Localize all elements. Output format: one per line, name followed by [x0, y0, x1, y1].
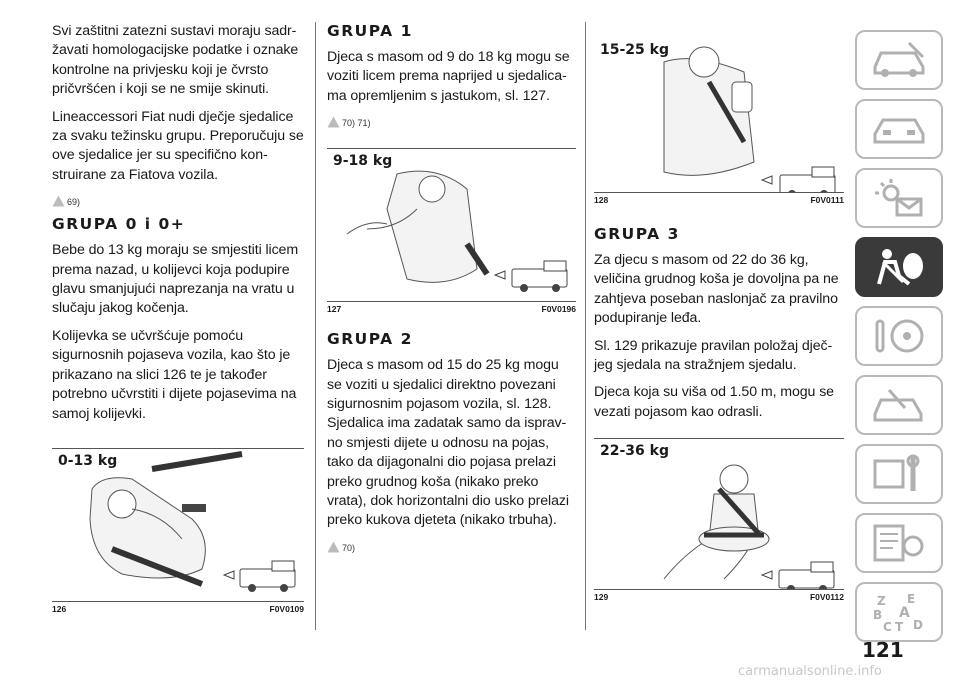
svg-text:E: E — [907, 592, 915, 606]
infant-carrier-illustration — [89, 450, 296, 592]
section-heading: GRUPA 0 i 0+ — [52, 215, 186, 234]
paragraph: Kolijevka se učvršćuje pomoću sigurnosni… — [52, 327, 297, 422]
figure-label: 9-18 kg — [333, 153, 393, 170]
paragraph: Djeca s masom od 15 do 25 kg mogu se voz… — [327, 357, 569, 529]
svg-text:B: B — [873, 608, 882, 622]
warning-triangle-icon — [327, 116, 340, 128]
figure-label: 22-36 kg — [600, 443, 669, 460]
section-heading: GRUPA 1 — [327, 22, 413, 40]
paragraph: Bebe do 13 kg moraju se smjestiti licem … — [52, 242, 299, 317]
watermark: carmanualsonline.info — [738, 664, 882, 679]
tab-index[interactable]: Z E B A C T D — [855, 582, 943, 642]
tab-warning-lights[interactable] — [855, 168, 943, 228]
column-1: Svi zaštitni zatezni sustavi moraju sadr… — [52, 22, 304, 614]
figure-127: 9-18 kg — [327, 148, 576, 303]
paragraph: Svi zaštitni zatezni sustavi moraju sadr… — [52, 23, 299, 98]
svg-text:Z: Z — [877, 594, 886, 608]
maintenance-icon — [873, 454, 920, 491]
section-heading: GRUPA 3 — [594, 225, 680, 243]
svg-text:T: T — [895, 620, 904, 633]
tab-technical-data[interactable] — [855, 513, 943, 573]
column-3: 15-25 kg 128 F0V0111 GRUPA 3 Za djecu s … — [594, 22, 844, 602]
emergency-icon — [873, 389, 923, 422]
svg-text:C: C — [883, 620, 892, 633]
figure-label: 0-13 kg — [58, 452, 118, 469]
paragraph: Za djecu s masom od 22 do 36 kg, veličin… — [594, 252, 839, 327]
figure-caption: 129 F0V0112 — [594, 592, 844, 603]
paragraph: Djeca koja su viša od 1.50 m, mogu se ve… — [594, 384, 834, 420]
tab-dashboard[interactable] — [855, 99, 943, 159]
column-divider — [315, 22, 316, 630]
figure-129: 22-36 kg — [594, 438, 844, 591]
car-info-icon — [873, 41, 925, 77]
column-divider — [585, 22, 586, 630]
index-icon: Z E B A C T D — [873, 592, 923, 633]
child-seat-illustration — [346, 170, 568, 293]
airbag-safety-icon — [877, 249, 923, 286]
warning-lights-icon — [875, 179, 923, 217]
paragraph: Sl. 129 prikazuje pravilan položaj dječ-… — [594, 337, 833, 374]
booster-seat-illustration — [663, 46, 836, 192]
warning-triangle-icon — [327, 541, 340, 553]
warning-ref: 70) — [327, 539, 576, 553]
paragraph: Lineaccessori Fiat nudi dječje sjedalice… — [52, 108, 304, 183]
tab-starting-driving[interactable] — [855, 306, 943, 366]
car-dashboard-icon — [873, 118, 925, 144]
steering-icon — [875, 319, 924, 353]
tab-emergency[interactable] — [855, 375, 943, 435]
section-heading: GRUPA 2 — [327, 330, 413, 349]
figure-caption: 127 F0V0196 — [327, 304, 576, 315]
tab-car-info[interactable] — [855, 30, 943, 90]
column-2: GRUPA 1 Djeca s masom od 9 do 18 kg mogu… — [327, 22, 576, 561]
svg-text:A: A — [899, 605, 910, 621]
tab-safety[interactable] — [855, 237, 943, 297]
figure-caption: 126 F0V0109 — [52, 603, 304, 614]
svg-text:D: D — [913, 618, 923, 632]
figure-126: 0-13 kg — [52, 447, 304, 602]
adult-belt-child-illustration — [663, 464, 835, 590]
warning-ref: 69) — [52, 193, 304, 207]
warning-triangle-icon — [52, 195, 65, 207]
figure-caption: 128 F0V0111 — [594, 195, 844, 205]
page-number: 121 — [862, 638, 904, 662]
paragraph: Djeca s masom od 9 do 18 kg mogu se vozi… — [327, 49, 570, 104]
warning-ref: 70) 71) — [327, 114, 576, 128]
chapter-tabs: Z E B A C T D — [855, 30, 943, 651]
technical-data-icon — [873, 524, 924, 562]
tab-maintenance[interactable] — [855, 444, 943, 504]
figure-label: 15-25 kg — [600, 42, 669, 58]
figure-128: 15-25 kg — [594, 22, 844, 193]
